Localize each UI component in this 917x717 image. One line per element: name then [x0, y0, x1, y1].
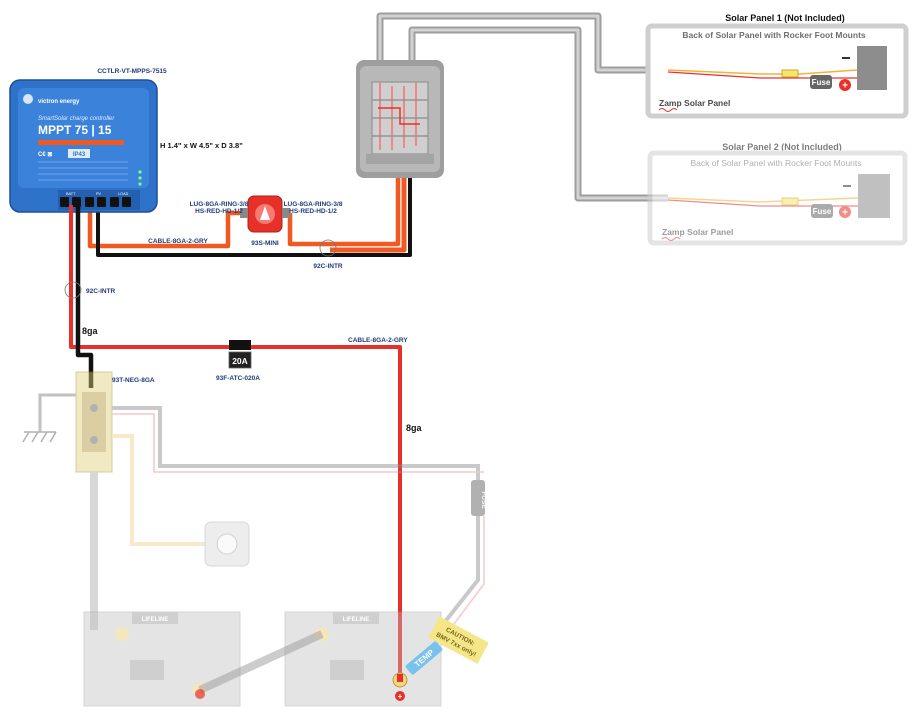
svg-text:C€ ⊠: C€ ⊠	[38, 152, 52, 158]
battery-1: LIFELINE	[83, 611, 241, 707]
cable-top-label: CABLE-8GA-2-GRY	[148, 238, 208, 245]
lug-right-line2: HS-RED-HD-1/2	[289, 208, 337, 215]
svg-text:PV: PV	[96, 192, 102, 196]
breaker-label: 93S-MINI	[251, 240, 279, 247]
svg-text:LOAD: LOAD	[118, 192, 129, 196]
controller-dimensions: H 1.4" x W 4.5" x D 3.8"	[160, 141, 243, 150]
controller-model: MPPT 75 | 15	[38, 123, 112, 137]
panel-1-brand: Zamp Solar Panel	[659, 98, 730, 108]
circuit-breaker	[240, 195, 290, 233]
fuse-rating: 20A	[232, 356, 248, 366]
controller-part-number: CCTLR-VT-MPPS-7515	[97, 68, 167, 75]
solar-panel-2: Solar Panel 2 (Not Included) Back of Sol…	[647, 142, 908, 246]
shunt-and-ground	[22, 371, 485, 633]
gauge-left-label: 8ga	[82, 326, 99, 336]
panel-1-fuse-icon	[810, 75, 832, 89]
interrupt-top-ring	[319, 239, 337, 257]
inline-fuse-label: FUSE	[480, 491, 487, 509]
controller-brand: victron energy	[38, 99, 80, 105]
svg-text:Fuse: Fuse	[812, 78, 831, 87]
solar-panel-1: Solar Panel 1 (Not Included) Back of Sol…	[645, 13, 909, 119]
charge-controller: victron energy SmartSolar charge control…	[9, 79, 158, 213]
pv-grey-cables	[376, 12, 668, 202]
panel-2-brand: Zamp Solar Panel	[662, 227, 733, 237]
panel-2-fuse-icon	[811, 204, 833, 218]
pv-combiner-connector	[356, 60, 444, 178]
interrupt-top-label: 92C-INTR	[313, 263, 343, 270]
lug-right-line1: LUG-8GA-RING-3/8	[284, 201, 343, 208]
svg-text:BATT: BATT	[66, 192, 76, 196]
panel-1-junction-box	[857, 46, 887, 90]
panel-2-positive-icon	[839, 206, 851, 218]
controller-badge: IP43	[73, 152, 86, 158]
interrupt-left-ring	[64, 281, 82, 299]
battery-2-positive-icon	[395, 691, 405, 701]
lug-left-line2: HS-RED-HD-1/2	[195, 208, 243, 215]
svg-text:+: +	[842, 208, 848, 219]
lug-left-line1: LUG-8GA-RING-3/8	[190, 201, 249, 208]
neg-terminal-label: 93T-NEG-8GA	[112, 377, 155, 384]
svg-text:+: +	[398, 692, 403, 701]
panel-2-subtitle: Back of Solar Panel with Rocker Foot Mou…	[690, 158, 861, 168]
victron-logo-icon	[23, 94, 33, 104]
svg-text:LIFELINE: LIFELINE	[142, 617, 169, 623]
battery-1-positive-icon	[195, 689, 205, 699]
panel-1-subtitle: Back of Solar Panel with Rocker Foot Mou…	[682, 30, 866, 40]
battery-side-wiring	[69, 205, 402, 680]
panel-1-title: Solar Panel 1 (Not Included)	[725, 13, 845, 23]
fuse-part-label: 93F-ATC-020A	[216, 375, 260, 382]
cable-main-label: CABLE-8GA-2-GRY	[348, 337, 408, 344]
svg-text:Fuse: Fuse	[813, 207, 832, 216]
svg-text:LIFELINE: LIFELINE	[343, 617, 370, 623]
panel-1-frame	[645, 23, 909, 119]
panel-2-frame	[647, 150, 908, 246]
battery-interconnect	[198, 630, 324, 694]
panel-1-positive-icon	[839, 79, 851, 91]
pv-cable-to-controller	[87, 178, 412, 257]
svg-text:+: +	[842, 81, 848, 92]
panel-2-junction-box	[858, 174, 890, 218]
gauge-right-label: 8ga	[406, 423, 423, 433]
controller-product-line: SmartSolar charge controller	[38, 116, 115, 122]
atc-fuse: 20A	[228, 340, 252, 369]
interrupt-left-label: 92C-INTR	[86, 288, 116, 295]
panel-2-title: Solar Panel 2 (Not Included)	[722, 142, 842, 152]
